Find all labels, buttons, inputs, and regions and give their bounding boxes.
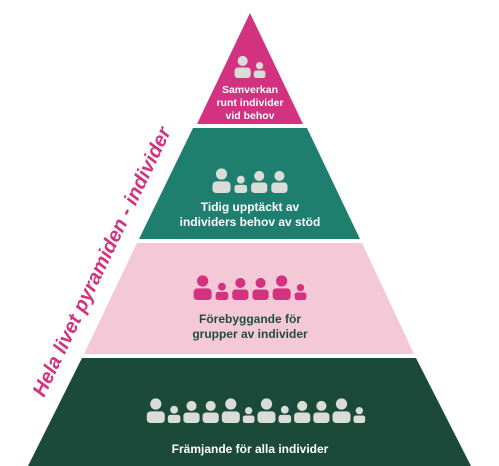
person-icon [242,407,255,423]
tier-2-label-line-2: individers behov av stöd [180,215,321,229]
person-icon [212,168,231,193]
person-icon [167,405,181,423]
tier-1-label-line-2: runt individer [216,97,283,109]
person-icon [294,400,311,423]
person-icon [252,277,269,300]
person-icon [272,275,291,300]
person-icon [183,400,200,423]
person-icon [278,405,292,423]
tier-3-shape [84,243,414,354]
person-icon [271,170,288,193]
person-icon [253,62,266,78]
person-icon [353,407,366,423]
tier-4-people-icons [146,398,366,423]
tier-2-shape [139,128,360,239]
person-icon [221,398,240,423]
person-icon [193,275,212,300]
person-icon [234,175,248,193]
person-icon [294,284,307,300]
person-icon [202,400,219,423]
person-icon [146,398,165,423]
tier-1-shape [197,13,303,124]
tier-3-label-line-2: grupper av individer [192,327,308,341]
tier-1-label-line-1: Samverkan [222,84,278,96]
tier-3-label-line-1: Förebyggande för [199,312,301,326]
person-icon [234,55,251,78]
person-icon [332,398,351,423]
person-icon [313,400,330,423]
person-icon [215,282,229,300]
person-icon [257,398,276,423]
tier-2-label-line-1: Tidig upptäckt av [201,200,300,214]
tier-4-label-line-1: Främjande för alla individer [172,442,329,456]
tier-3-people-icons [193,275,307,300]
tier-1-people-icons [234,55,266,78]
person-icon [251,170,268,193]
tier-1-label-line-3: vid behov [225,110,274,122]
person-icon [232,277,249,300]
tier-2-people-icons [212,168,288,193]
